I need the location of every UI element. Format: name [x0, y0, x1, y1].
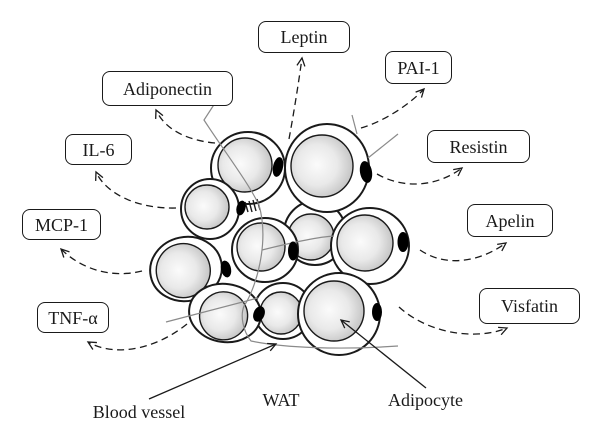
visfatin-arrow — [398, 306, 509, 336]
blood-vessel-pointer-arrow — [148, 342, 278, 400]
adipocyte-label: Adipocyte — [388, 390, 463, 410]
nucleus — [253, 306, 265, 322]
vessel-line — [261, 235, 335, 251]
resistin-arrow — [376, 167, 464, 185]
label-box-apelin: Apelin — [467, 204, 553, 237]
wat-cell-cluster — [149, 123, 410, 356]
nucleus — [272, 157, 284, 177]
pointer-arrows — [148, 319, 427, 400]
cell-nuclei — [220, 157, 409, 322]
label-box-pai-1: PAI-1 — [385, 51, 452, 84]
nucleus — [359, 161, 373, 183]
label-box-il-6: IL-6 — [65, 134, 132, 165]
blood-vessel-lines — [165, 99, 399, 349]
adipocyte-cell — [330, 207, 410, 285]
nucleus — [288, 241, 298, 261]
wat-label: WAT — [262, 390, 300, 410]
tnfa-arrow — [86, 323, 188, 351]
secretion-arrows — [59, 56, 509, 351]
adipocyte-cell — [297, 272, 381, 356]
adipocyte-pointer-arrow — [339, 319, 427, 389]
leptin-arrow — [288, 56, 306, 140]
vessel-line — [165, 297, 259, 323]
vessel-line — [203, 99, 399, 349]
label-box-tnf-alpha: TNF-α — [37, 302, 109, 333]
blood-vessel-label: Blood vessel — [92, 402, 186, 422]
nucleus — [372, 303, 382, 321]
label-box-leptin: Leptin — [258, 21, 350, 53]
adipocyte-cell — [180, 178, 240, 240]
nucleus — [220, 260, 232, 278]
adipocyte-cell — [231, 217, 299, 283]
label-box-visfatin: Visfatin — [479, 288, 580, 324]
il6-arrow — [95, 170, 177, 209]
vessel-line — [367, 133, 399, 159]
nucleus — [236, 200, 246, 216]
pai1-arrow — [360, 87, 425, 129]
apelin-arrow — [419, 242, 508, 262]
label-box-mcp-1: MCP-1 — [22, 209, 101, 240]
adipocyte-cell — [284, 123, 370, 213]
label-box-adiponectin: Adiponectin — [102, 71, 233, 106]
vessel-line — [351, 114, 358, 135]
nucleus — [397, 232, 409, 252]
mcp1-arrow — [59, 247, 143, 275]
label-box-resistin: Resistin — [427, 130, 530, 163]
adiponectin-arrow — [155, 108, 216, 144]
